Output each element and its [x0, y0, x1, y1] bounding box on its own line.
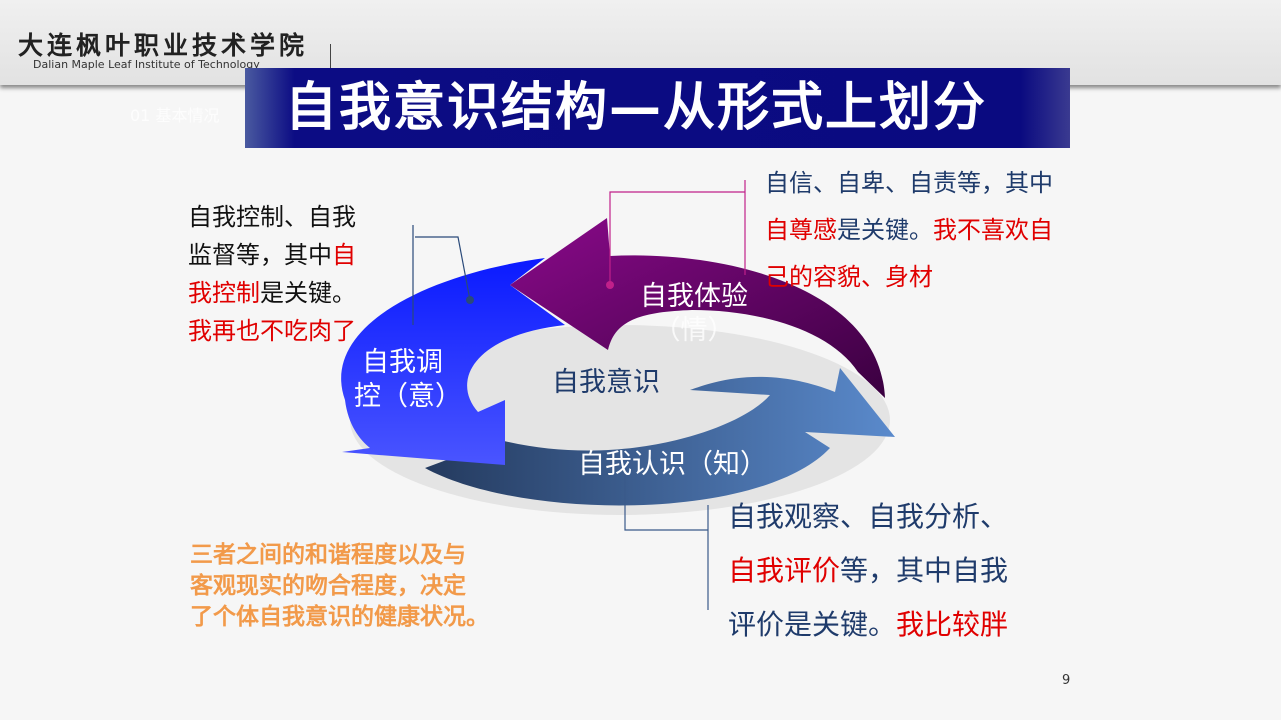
connector-dot: [606, 281, 614, 289]
connector-dot: [466, 296, 474, 304]
connector-cognition: [624, 475, 708, 531]
label-experience: 自我体验（情）: [640, 281, 748, 346]
note-control: 自我控制、自我 监督等，其中自 我控制是关键。 我再也不吃肉了: [188, 203, 356, 345]
label-control: 自我调控（意）: [354, 347, 462, 412]
logo-chinese: 大连枫叶职业技术学院: [18, 31, 309, 60]
note-cognition: 自我观察、自我分析、 自我评价等，其中自我 评价是关键。我比较胖: [728, 500, 1009, 641]
section-label: 01 基本情况: [130, 106, 220, 125]
label-center: 自我意识: [552, 367, 660, 398]
connector-experience: [609, 191, 745, 285]
arrow-experience: [510, 218, 885, 398]
summary-text: 三者之间的和谐程度以及与客观现实的吻合程度，决定了个体自我意识的健康状况。: [190, 542, 489, 630]
note-experience: 自信、自卑、自责等，其中 自尊感是关键。我不喜欢自 己的容貌、身材: [765, 169, 1053, 291]
label-cognition: 自我认识（知）: [578, 449, 767, 480]
page-number: 9: [1062, 673, 1071, 688]
slide-title: 自我意识结构—从形式上划分: [245, 68, 1070, 148]
arrow-cognition: [425, 368, 895, 506]
logo-english: Dalian Maple Leaf Institute of Technolog…: [33, 58, 260, 71]
arrow-control: [341, 258, 565, 465]
connector-control: [415, 236, 471, 301]
